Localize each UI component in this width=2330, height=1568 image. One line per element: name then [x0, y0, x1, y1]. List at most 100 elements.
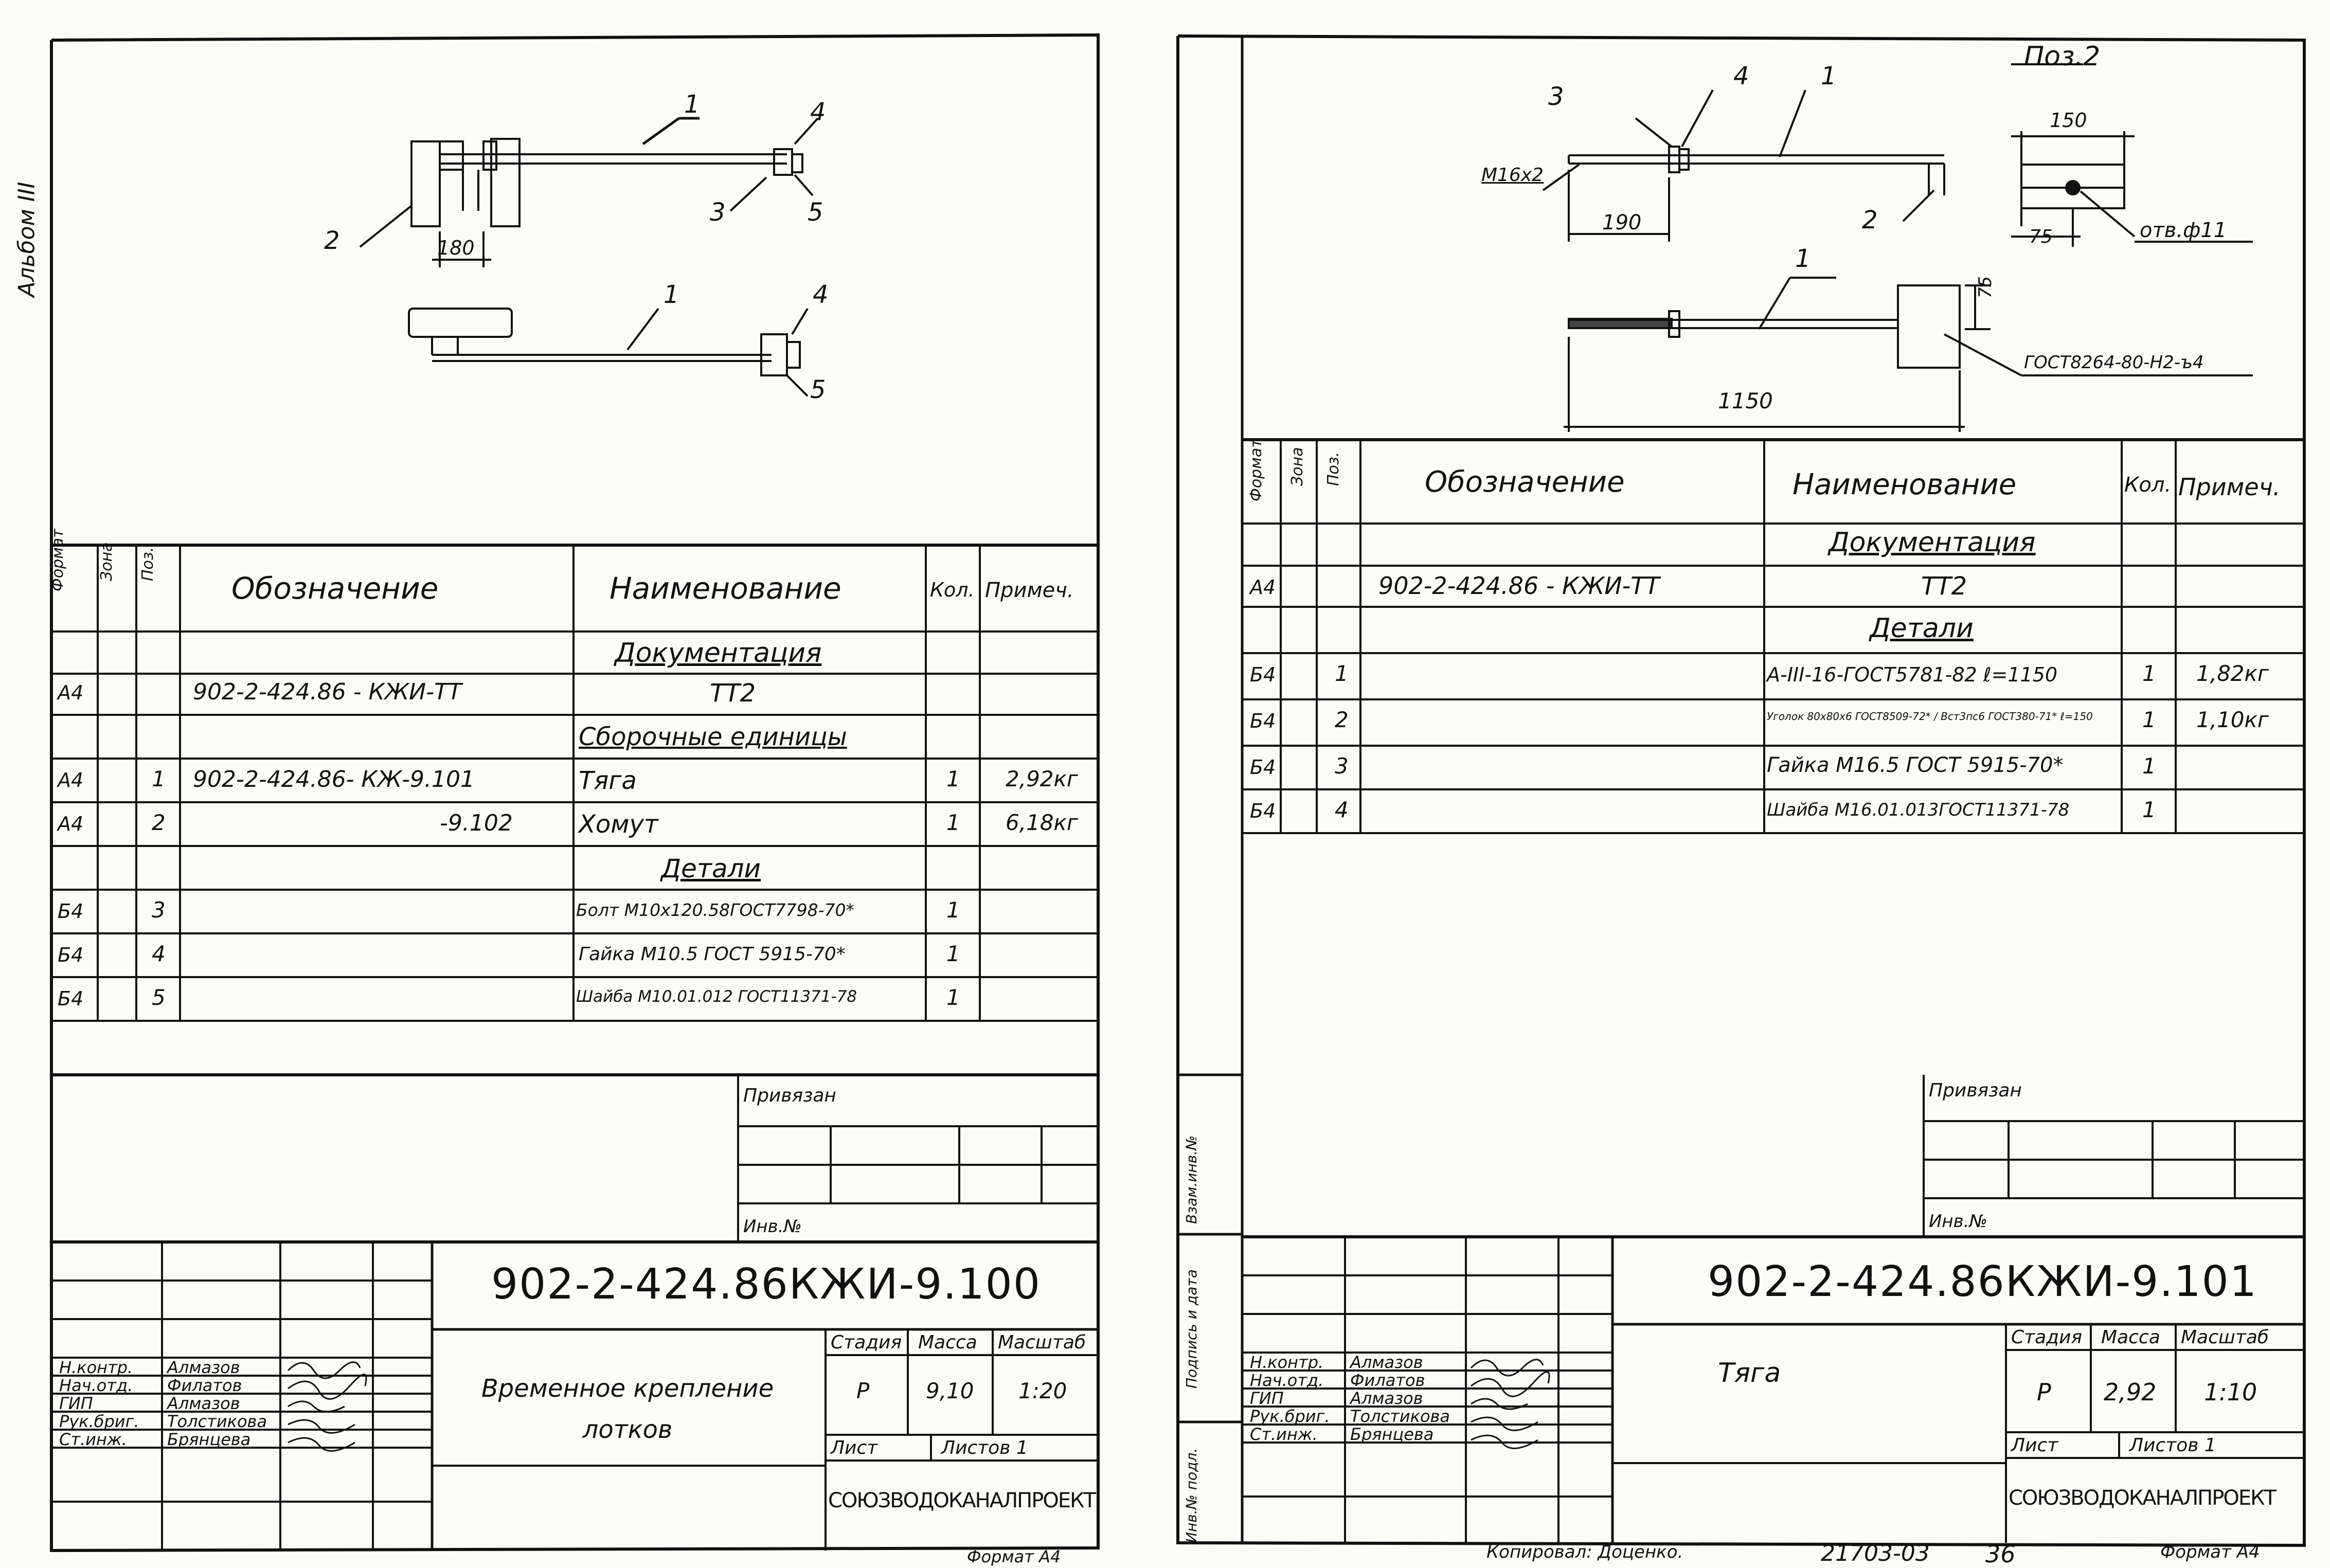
organization: СОЮЗВОДОКАНАЛПРОЕКТ [2009, 1486, 2277, 1510]
row-format: Б4 [58, 987, 84, 1010]
row-format: Б4 [1250, 710, 1276, 732]
row-qty: 1 [2142, 753, 2156, 779]
row-name: Гайка М10.5 ГОСТ 5915-70* [579, 944, 846, 965]
row-name: Гайка М16.5 ГОСТ 5915-70* [1767, 753, 2064, 777]
row-pos: 2 [152, 810, 166, 835]
row-name: ТТ2 [1921, 572, 1967, 601]
row-name: Шайба М10.01.012 ГОСТ11371-78 [576, 987, 857, 1006]
row-qty: 1 [2142, 661, 2156, 686]
row-qty: 1 [946, 985, 960, 1010]
row-format: А4 [58, 769, 84, 791]
person-name: Алмазов [167, 1394, 240, 1413]
gost-label: ГОСТ8264-80-Н2-ъ4 [2024, 352, 2204, 373]
callout: 3 [710, 198, 726, 227]
row-designation: -9.102 [440, 810, 513, 836]
format-note: Формат А4 [2160, 1542, 2260, 1562]
row-format: Б4 [1250, 800, 1276, 822]
header-note: Примеч. [985, 579, 1074, 602]
row-format: Б4 [58, 944, 84, 966]
inventory-label: Инв.№ [743, 1216, 802, 1237]
row-format: Б4 [58, 900, 84, 923]
row-format: Б4 [1250, 756, 1276, 779]
role: Н.контр. [1250, 1353, 1324, 1372]
row-name: Тяга [579, 766, 637, 795]
album-label: Альбом III [13, 182, 40, 297]
scale-value: 1:10 [2204, 1378, 2257, 1406]
sheets-label: Листов 1 [941, 1437, 1028, 1458]
mass-value: 2,92 [2104, 1378, 2157, 1406]
inventory-label: Инв.№ [1929, 1211, 1987, 1232]
row-qty: 1 [946, 897, 960, 923]
header-format: Формат [49, 529, 67, 591]
organization: СОЮЗВОДОКАНАЛПРОЕКТ [828, 1489, 1096, 1512]
row-name: Хомут [579, 810, 658, 839]
person-name: Толстикова [1350, 1407, 1450, 1426]
document-title: Тяга [1718, 1358, 1781, 1389]
row-name: Документация [1829, 527, 2036, 558]
callout: 5 [808, 198, 823, 227]
row-name: Сборочные единицы [579, 723, 847, 751]
side-label-inv-podl: Инв.№ подл. [1183, 1448, 1200, 1543]
callout: 4 [810, 98, 826, 127]
row-name: Документация [615, 638, 822, 669]
row-pos: 2 [1335, 707, 1349, 732]
row-name: Шайба М16.01.013ГОСТ11371-78 [1767, 800, 2070, 820]
row-note: 2,92кг [1006, 766, 1078, 791]
person-name: Алмазов [167, 1358, 240, 1377]
row-pos: 4 [1335, 797, 1349, 822]
mass-value: 9,10 [926, 1378, 974, 1403]
album-number: 21703-03 [1821, 1540, 1930, 1566]
row-pos: 4 [152, 941, 166, 966]
row-qty: 1 [946, 941, 960, 966]
stage-value: Р [856, 1378, 870, 1403]
callout: 1 [1795, 244, 1811, 273]
row-qty: 1 [946, 766, 960, 791]
header-pos: Поз. [139, 547, 157, 581]
callout: 2 [324, 226, 340, 255]
format-note: Формат А4 [967, 1547, 1061, 1566]
dimension-190: 190 [1602, 211, 1642, 235]
document-title: Временное крепление лотков [481, 1374, 774, 1444]
row-name: ТТ2 [710, 679, 756, 708]
person-name: Филатов [167, 1376, 242, 1395]
row-format: Б4 [1250, 663, 1276, 686]
header-qty: Кол. [2124, 473, 2172, 497]
role: Нач.отд. [59, 1376, 133, 1395]
person-name: Филатов [1350, 1371, 1425, 1390]
privyazan-label: Привязан [1929, 1080, 2022, 1101]
sheets-label: Листов 1 [2129, 1435, 2216, 1456]
person-name: Брянцева [1350, 1425, 1434, 1444]
row-name: Болт М10х120.58ГОСТ7798-70* [576, 900, 855, 920]
row-designation: 902-2-424.86- КЖ-9.101 [193, 766, 475, 792]
role: Ст.инж. [59, 1430, 127, 1449]
role: Рук.бриг. [1250, 1407, 1330, 1426]
callout: 3 [1548, 82, 1564, 111]
person-name: Толстикова [167, 1412, 267, 1431]
row-note: 6,18кг [1006, 810, 1078, 835]
header-zone: Зона [98, 542, 116, 581]
person-name: Брянцева [167, 1430, 251, 1449]
row-note: 1,82кг [2196, 661, 2269, 686]
dimension-75-vertical: 75 [1975, 276, 1996, 298]
row-qty: 1 [946, 810, 960, 835]
role: ГИП [1250, 1389, 1284, 1408]
row-pos: 5 [152, 985, 166, 1010]
header-name: Наименование [610, 571, 841, 606]
dimension-1150: 1150 [1718, 388, 1773, 413]
callout: 5 [810, 375, 826, 404]
header-zone: Зона [1288, 447, 1306, 486]
mass-label: Масса [918, 1332, 977, 1353]
sheet-label: Лист [2011, 1435, 2058, 1456]
row-name: Детали [1870, 613, 1974, 644]
row-format: А4 [1250, 576, 1276, 599]
drawing-code: 902-2-424.86КЖИ-9.100 [491, 1260, 1042, 1309]
header-name: Наименование [1793, 468, 2017, 501]
row-name: Уголок 80х80х6 ГОСТ8509-72* / Вст3пс6 ГО… [1767, 710, 2093, 723]
stage-value: Р [2037, 1378, 2051, 1406]
role: Ст.инж. [1250, 1425, 1318, 1444]
pos-title: Поз.2 [2024, 41, 2101, 72]
callout: 2 [1862, 206, 1878, 235]
role: ГИП [59, 1394, 93, 1413]
page-number: 36 [1985, 1540, 2016, 1568]
